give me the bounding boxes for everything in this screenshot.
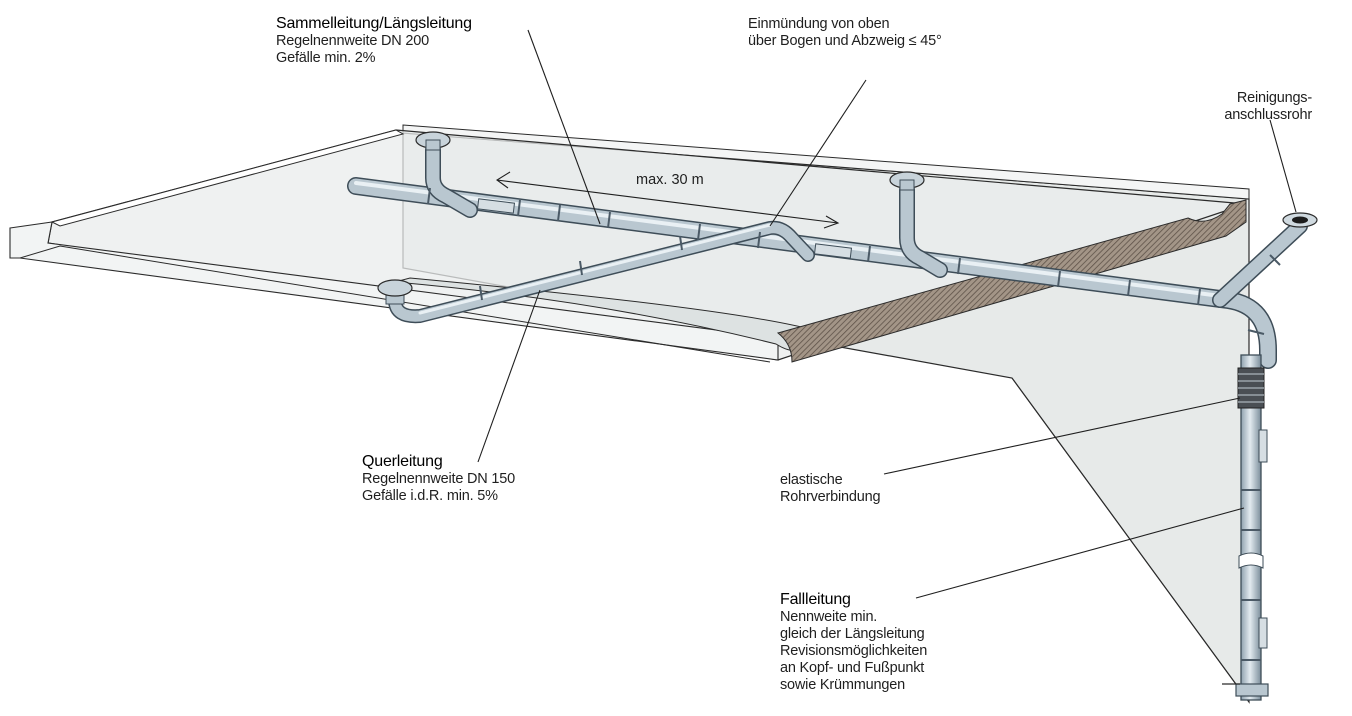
roof-drain-back-left <box>415 131 478 218</box>
label-dimension: max. 30 m <box>636 172 704 188</box>
label-querleitung: Querleitung Regelnennweite DN 150 Gefäll… <box>362 452 515 505</box>
label-sammelleitung-line-1: Regelnennweite DN 200 <box>276 33 429 49</box>
label-querleitung-line-2: Gefälle i.d.R. min. 5% <box>362 488 498 504</box>
label-fallleitung-line-1: Nennweite min. <box>780 609 878 625</box>
label-einmuendung-line-2: über Bogen und Abzweig ≤ 45° <box>748 33 942 49</box>
leader-lines <box>477 29 1297 599</box>
label-reinigung: Reinigungs- anschlussrohr <box>1206 90 1312 124</box>
roof-drain-back-right <box>889 171 948 278</box>
label-querleitung-line-1: Regelnennweite DN 150 <box>362 471 515 487</box>
cleaning-access-1 <box>476 198 516 214</box>
roof-slab-edge <box>50 129 405 227</box>
label-fallleitung-line-2: gleich der Längsleitung <box>780 626 925 642</box>
inspection-opening-upper <box>1258 429 1268 463</box>
label-fallleitung-title: Fallleitung <box>780 591 851 608</box>
label-reinigung-line-1: Reinigungs- <box>1236 90 1312 106</box>
label-sammelleitung: Sammelleitung/Längsleitung Regelnennweit… <box>276 14 472 67</box>
downpipe <box>1240 354 1262 701</box>
label-fallleitung-line-4: an Kopf- und Fußpunkt <box>780 660 925 676</box>
label-einmuendung: Einmündung von oben über Bogen und Abzwe… <box>748 16 942 50</box>
cleaning-access-2 <box>813 243 853 259</box>
wall-edge-line <box>1011 377 1250 703</box>
downpipe-foot <box>1235 683 1269 697</box>
gutter-lower-edge <box>19 245 771 363</box>
label-reinigung-line-2: anschlussrohr <box>1224 107 1312 123</box>
label-elastisch: elastische Rohrverbindung <box>780 472 881 506</box>
label-fallleitung-line-5: sowie Krümmungen <box>780 677 905 693</box>
roof-drain-left <box>377 279 413 305</box>
dimension-arrow <box>496 171 840 229</box>
concrete-section <box>776 199 1247 363</box>
label-sammelleitung-title: Sammelleitung/Längsleitung <box>276 15 472 32</box>
elastic-coupling <box>1237 367 1265 409</box>
label-elastisch-line-1: elastische <box>780 472 843 488</box>
pipe-joints <box>427 187 1281 661</box>
label-fallleitung-line-3: Revisionsmöglichkeiten <box>780 643 928 659</box>
inspection-opening-lower <box>1258 617 1268 649</box>
label-elastisch-line-2: Rohrverbindung <box>780 489 881 505</box>
label-sammelleitung-line-2: Gefälle min. 2% <box>276 50 376 66</box>
label-fallleitung: Fallleitung Nennweite min. gleich der Lä… <box>780 590 927 694</box>
label-querleitung-title: Querleitung <box>362 453 443 470</box>
label-einmuendung-line-1: Einmündung von oben <box>748 16 890 32</box>
